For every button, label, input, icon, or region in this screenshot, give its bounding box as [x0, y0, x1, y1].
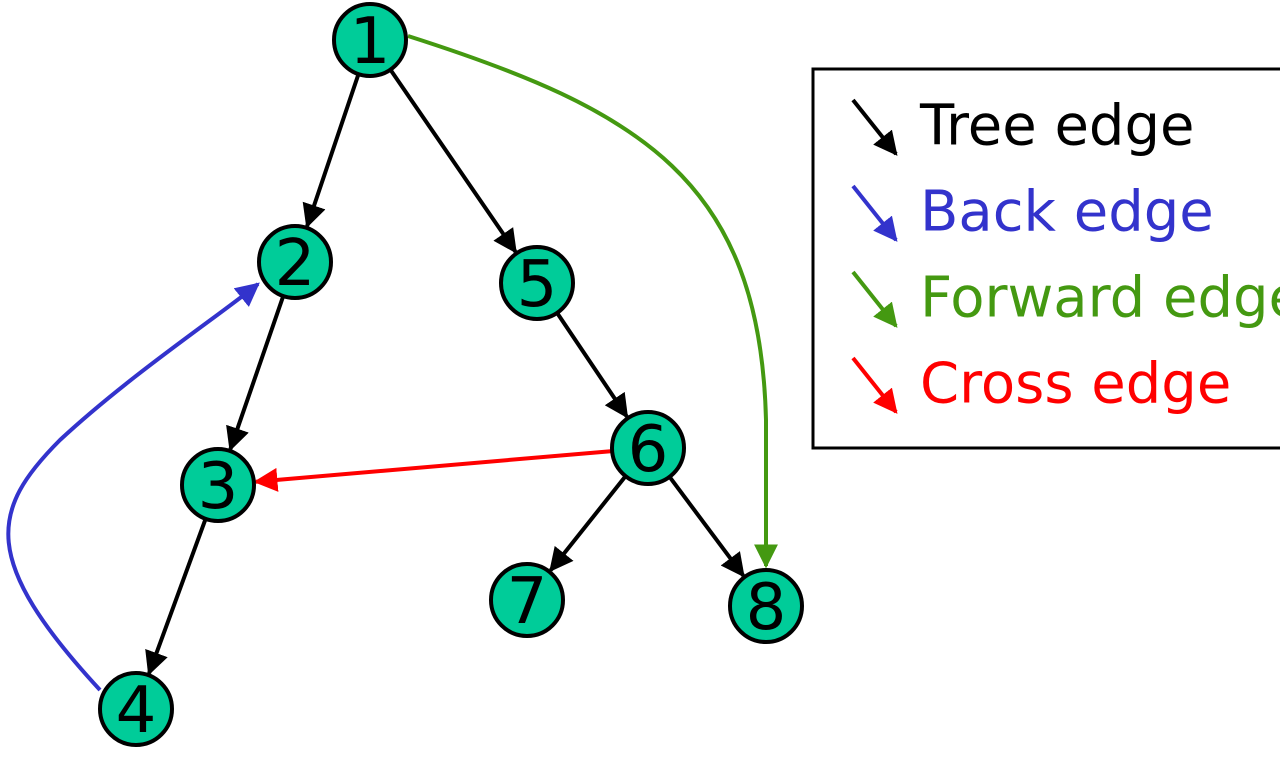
node-label: 3 — [198, 450, 239, 524]
node-circle — [257, 224, 333, 300]
node-7: 7 — [489, 562, 565, 639]
node-5: 5 — [499, 245, 575, 322]
legend-item-cross: Cross edge — [851, 352, 1231, 417]
back-edge-4-to-2 — [6, 282, 260, 692]
node-8: 8 — [728, 568, 804, 645]
node-circle — [610, 410, 686, 486]
tree-edge-1-to-5 — [388, 68, 518, 254]
tree-arrow-icon — [851, 98, 898, 156]
edges-layer — [6, 34, 778, 692]
forward-edge-1-to-8 — [407, 34, 778, 569]
legend-item-forward: Forward edge — [851, 266, 1280, 331]
forward-arrow-icon — [851, 270, 898, 328]
back-arrow-icon — [851, 184, 898, 242]
node-4: 4 — [98, 671, 174, 748]
cross-edge-6-to-3 — [253, 449, 613, 492]
tree-edge-6-to-8 — [667, 475, 745, 578]
node-3: 3 — [180, 447, 256, 524]
node-circle — [98, 671, 174, 747]
node-circle — [332, 2, 408, 78]
tree-edge-2-to-3 — [226, 295, 286, 452]
tree-edge-3-to-4 — [145, 518, 208, 676]
node-label: 2 — [275, 227, 316, 301]
legend-label-forward: Forward edge — [920, 266, 1280, 331]
cross-arrow-icon — [851, 356, 898, 414]
tree-edge-1-to-2 — [302, 73, 361, 229]
node-label: 1 — [350, 5, 391, 79]
node-2: 2 — [257, 224, 333, 301]
legend-label-cross: Cross edge — [920, 352, 1231, 417]
node-label: 6 — [628, 413, 669, 487]
node-circle — [489, 562, 565, 638]
node-circle — [728, 568, 804, 644]
tree-edge-5-to-6 — [555, 311, 629, 419]
node-circle — [499, 245, 575, 321]
node-label: 8 — [746, 571, 787, 645]
nodes-layer: 1 2 3 4 5 6 7 8 — [98, 2, 804, 748]
legend-label-tree: Tree edge — [919, 94, 1194, 159]
legend-item-back: Back edge — [851, 180, 1214, 245]
node-label: 7 — [507, 565, 548, 639]
node-label: 4 — [116, 674, 157, 748]
node-1: 1 — [332, 2, 408, 79]
legend-item-tree: Tree edge — [851, 94, 1194, 159]
tree-edge-6-to-7 — [549, 474, 628, 573]
legend-label-back: Back edge — [920, 180, 1214, 245]
node-6: 6 — [610, 410, 686, 487]
node-label: 5 — [517, 248, 558, 322]
node-circle — [180, 447, 256, 523]
